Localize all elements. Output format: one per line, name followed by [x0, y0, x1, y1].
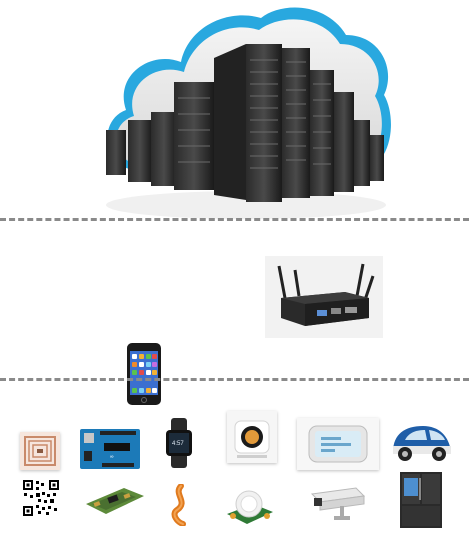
sensor-board-icon: [84, 484, 146, 516]
arduino-board-icon: ∞: [80, 427, 140, 471]
cloud-datacenter-icon: [96, 0, 396, 230]
smart-fridge-icon: [398, 472, 444, 528]
qr-code-icon: [22, 479, 60, 517]
smart-car-icon: [387, 420, 457, 464]
rfid-tag-icon: [20, 432, 60, 470]
security-camera-icon: [306, 484, 372, 526]
tier-divider-edge-devices: [0, 378, 469, 381]
flexible-circuit-icon: [167, 483, 193, 527]
smartwatch-icon: 4:57: [164, 418, 194, 468]
svg-text:4:57: 4:57: [172, 441, 184, 447]
edge-gateway-icon: [265, 256, 383, 338]
smartphone-icon: [126, 342, 162, 406]
pir-motion-sensor-icon: [223, 484, 275, 528]
tier-divider-cloud-edge: [0, 218, 469, 221]
thermostat-icon: [297, 418, 379, 470]
smart-alarm-icon: [227, 411, 277, 463]
svg-text:∞: ∞: [110, 454, 114, 460]
